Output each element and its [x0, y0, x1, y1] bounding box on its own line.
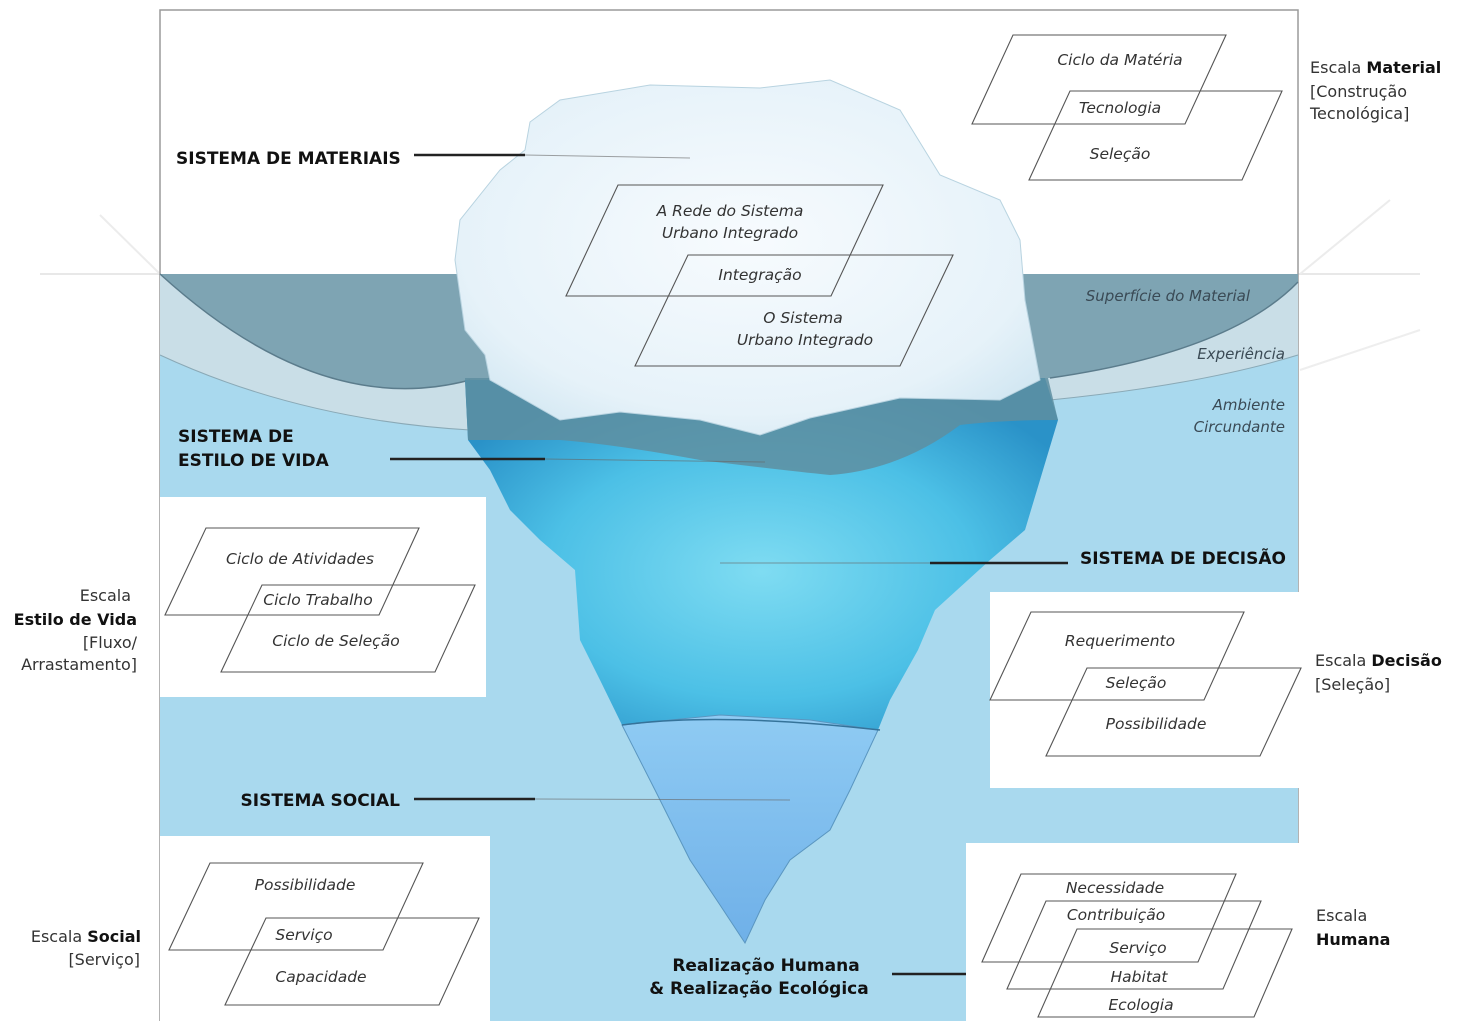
- urban-system-label-2: Urbano Integrado: [737, 331, 873, 349]
- social-item: Capacidade: [275, 968, 366, 986]
- iceberg-planes: [565, 184, 954, 367]
- material-item: Ciclo da Matéria: [1057, 51, 1182, 69]
- svg-text:[Construção: [Construção: [1310, 82, 1407, 101]
- human-item: Necessidade: [1066, 879, 1164, 897]
- material-item: Seleção: [1090, 145, 1151, 163]
- scale-material: Escala Material [Construção Tecnológica]: [1309, 58, 1441, 123]
- svg-text:Estilo de Vida: Estilo de Vida: [14, 610, 137, 629]
- integration-label: Integração: [718, 266, 801, 284]
- lifestyle-box-bg: [160, 497, 486, 697]
- urban-system-label-1: O Sistema: [763, 309, 843, 327]
- decision-system-label: SISTEMA DE DECISÃO: [1080, 546, 1286, 569]
- svg-text:Arrastamento]: Arrastamento]: [21, 655, 137, 674]
- lifestyle-system-label-2: ESTILO DE VIDA: [178, 451, 330, 471]
- svg-text:Escala Social: Escala Social: [31, 927, 141, 946]
- realization-label-2: & Realização Ecológica: [649, 979, 868, 999]
- social-planes: [168, 862, 480, 1006]
- lifestyle-planes: [164, 527, 476, 673]
- material-planes: [971, 34, 1283, 181]
- scale-human: Escala Humana: [1316, 906, 1390, 949]
- human-item: Habitat: [1111, 968, 1169, 986]
- material-item: Tecnologia: [1079, 99, 1161, 117]
- lifestyle-item: Ciclo de Seleção: [272, 632, 399, 650]
- scale-decision: Escala Decisão [Seleção]: [1315, 651, 1442, 694]
- human-item: Serviço: [1109, 939, 1166, 957]
- leader-lines: [390, 153, 1068, 976]
- human-box-bg: [966, 843, 1302, 1021]
- decision-item: Possibilidade: [1106, 715, 1207, 733]
- svg-text:Escala: Escala: [1316, 906, 1367, 925]
- experience-zone-label: Experiência: [1197, 345, 1285, 363]
- realization-label-1: Realização Humana: [672, 956, 859, 976]
- svg-text:Escala: Escala: [80, 586, 131, 605]
- environment-zone-label-1: Ambiente: [1212, 396, 1285, 414]
- network-label-1: A Rede do Sistema: [656, 202, 804, 220]
- lifestyle-item: Ciclo Trabalho: [263, 591, 372, 609]
- iceberg-bottom: [621, 714, 879, 945]
- social-item: Possibilidade: [255, 876, 356, 894]
- human-item: Ecologia: [1108, 996, 1173, 1014]
- human-item: Contribuição: [1067, 906, 1165, 924]
- materials-system-label: SISTEMA DE MATERIAIS: [176, 149, 401, 169]
- environment-zone-label-2: Circundante: [1194, 418, 1285, 436]
- decision-item: Seleção: [1106, 674, 1167, 692]
- iceberg-top: [454, 79, 1041, 436]
- human-planes: [981, 873, 1293, 1018]
- decision-box-bg: [990, 592, 1300, 788]
- lifestyle-system-label-1: SISTEMA DE: [178, 427, 294, 447]
- iceberg-middle: [465, 378, 1058, 730]
- surface-zone-label: Superfície do Material: [1086, 287, 1251, 305]
- svg-text:[Serviço]: [Serviço]: [68, 950, 140, 969]
- svg-text:[Seleção]: [Seleção]: [1315, 675, 1390, 694]
- svg-text:Escala Material: Escala Material: [1310, 58, 1441, 77]
- scale-social: Escala Social [Serviço]: [31, 927, 141, 969]
- decision-item: Requerimento: [1065, 632, 1175, 650]
- svg-text:Tecnológica]: Tecnológica]: [1309, 104, 1409, 123]
- svg-text:Escala Decisão: Escala Decisão: [1315, 651, 1442, 670]
- social-item: Serviço: [275, 926, 332, 944]
- svg-text:[Fluxo/: [Fluxo/: [83, 633, 138, 652]
- lifestyle-item: Ciclo de Atividades: [226, 550, 374, 568]
- scale-lifestyle: Escala Estilo de Vida [Fluxo/ Arrastamen…: [14, 586, 138, 674]
- social-box-bg: [160, 836, 490, 1021]
- svg-text:Humana: Humana: [1316, 930, 1390, 949]
- decision-planes: [989, 611, 1302, 757]
- network-label-2: Urbano Integrado: [662, 224, 798, 242]
- social-system-label: SISTEMA SOCIAL: [241, 791, 401, 811]
